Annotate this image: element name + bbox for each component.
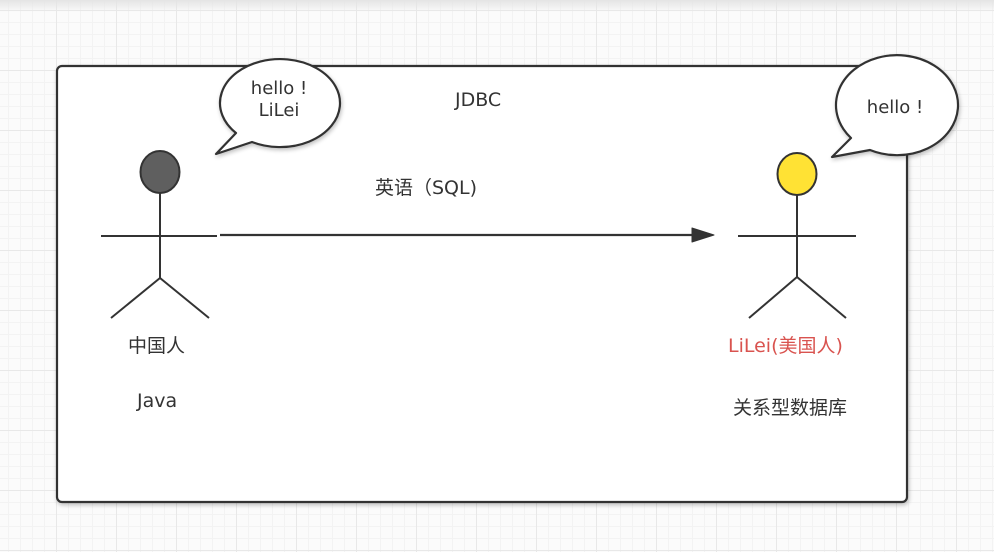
right-actor-leg-right <box>796 276 847 319</box>
left-actor[interactable] <box>101 150 217 319</box>
sql-connector-arrow[interactable] <box>220 227 715 243</box>
left-actor-leg-left <box>110 277 161 319</box>
left-actor-name: 中国人 <box>128 335 186 357</box>
right-speech-bubble[interactable] <box>830 54 960 159</box>
right-speech-text: hello ! <box>866 97 924 118</box>
left-actor-head <box>139 150 181 194</box>
arrowhead-icon <box>691 227 715 243</box>
language-label: 英语（SQL) <box>375 177 478 199</box>
left-actor-leg-right <box>159 277 210 319</box>
left-speech-text: hello ! LiLei <box>250 78 308 121</box>
left-speech-bubble[interactable] <box>214 57 342 156</box>
toolbar-shadow <box>0 0 994 12</box>
right-actor-leg-left <box>748 276 798 319</box>
right-actor-name: LiLei(美国人) <box>728 335 843 357</box>
right-actor[interactable] <box>738 152 856 319</box>
right-actor-head <box>776 152 818 196</box>
system-frame[interactable] <box>55 64 909 504</box>
left-actor-note: Java <box>137 390 178 412</box>
right-actor-note: 关系型数据库 <box>733 397 848 419</box>
protocol-label: JDBC <box>455 89 502 111</box>
